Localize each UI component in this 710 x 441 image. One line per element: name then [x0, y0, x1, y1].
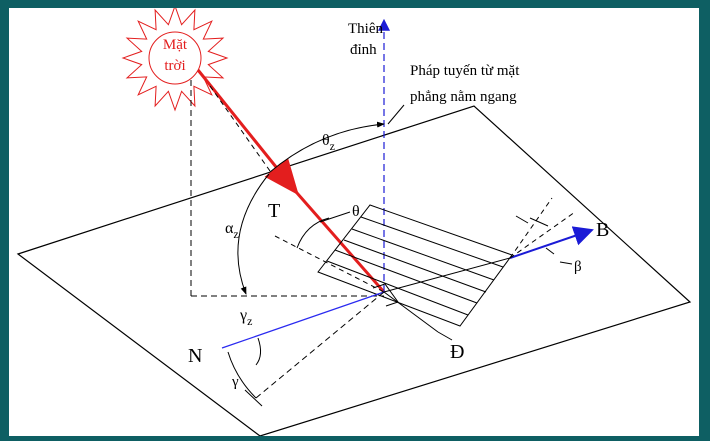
T-dashed: [274, 235, 385, 293]
N-label: N: [188, 345, 202, 367]
theta-z-arc: [269, 121, 385, 173]
beta-label: β: [574, 259, 582, 275]
azimuth-dashed-line: [255, 291, 385, 399]
north-line: [221, 291, 385, 349]
sun-label-line2: trời: [164, 58, 185, 74]
sun-disc: [148, 31, 202, 85]
gamma-z-arc: [255, 337, 262, 366]
theta-label: θ: [352, 203, 360, 220]
sun-ray: [196, 69, 299, 196]
gamma-z-label: γz: [239, 307, 252, 328]
normal-note-line2: phẳng nằm ngang: [410, 89, 517, 105]
T-label: T: [268, 200, 280, 222]
normal-note-leader: [387, 104, 405, 125]
theta-z-label: θz: [322, 132, 335, 153]
diagram-canvas: Mặt trời Thiên đỉnh Pháp tuyến từ mặt ph…: [9, 4, 699, 437]
right-angle-mark: [372, 283, 399, 307]
sun-rays: [121, 4, 229, 112]
alpha-z-label: αz: [225, 220, 239, 241]
gamma-arc: [227, 351, 257, 399]
beta-arc: [529, 217, 549, 227]
gamma-label: γ: [231, 374, 239, 390]
d-leader: [383, 291, 439, 333]
zenith-label-line2: đỉnh: [350, 42, 377, 58]
beta-dashed-line-1: [509, 197, 553, 259]
zenith-label-line1: Thiên: [348, 21, 383, 37]
sun-icon: [121, 4, 229, 112]
normal-arrow-to-B: [509, 226, 594, 259]
theta-leader: [319, 211, 351, 223]
theta-arc: [296, 217, 330, 249]
panel-normal: [383, 257, 511, 293]
D-label: Đ: [450, 341, 464, 363]
beta-tick-2: [545, 247, 555, 255]
beta-dashed-line-2: [509, 211, 576, 259]
sun-ray-projection-to-plane: [209, 85, 271, 172]
solar-angle-diagram: Mặt trời Thiên đỉnh Pháp tuyến từ mặt ph…: [16, 4, 692, 437]
beta-tick-1: [515, 215, 529, 224]
B-label: B: [596, 219, 609, 241]
beta-leader: [559, 261, 573, 265]
gamma-tick: [244, 389, 263, 407]
d-leader-2: [437, 331, 453, 341]
normal-note-line1: Pháp tuyến từ mặt: [410, 63, 520, 79]
sun-label-line1: Mặt: [163, 37, 188, 53]
alpha-z-arc: [237, 173, 270, 295]
horizontal-plane: [16, 105, 692, 437]
